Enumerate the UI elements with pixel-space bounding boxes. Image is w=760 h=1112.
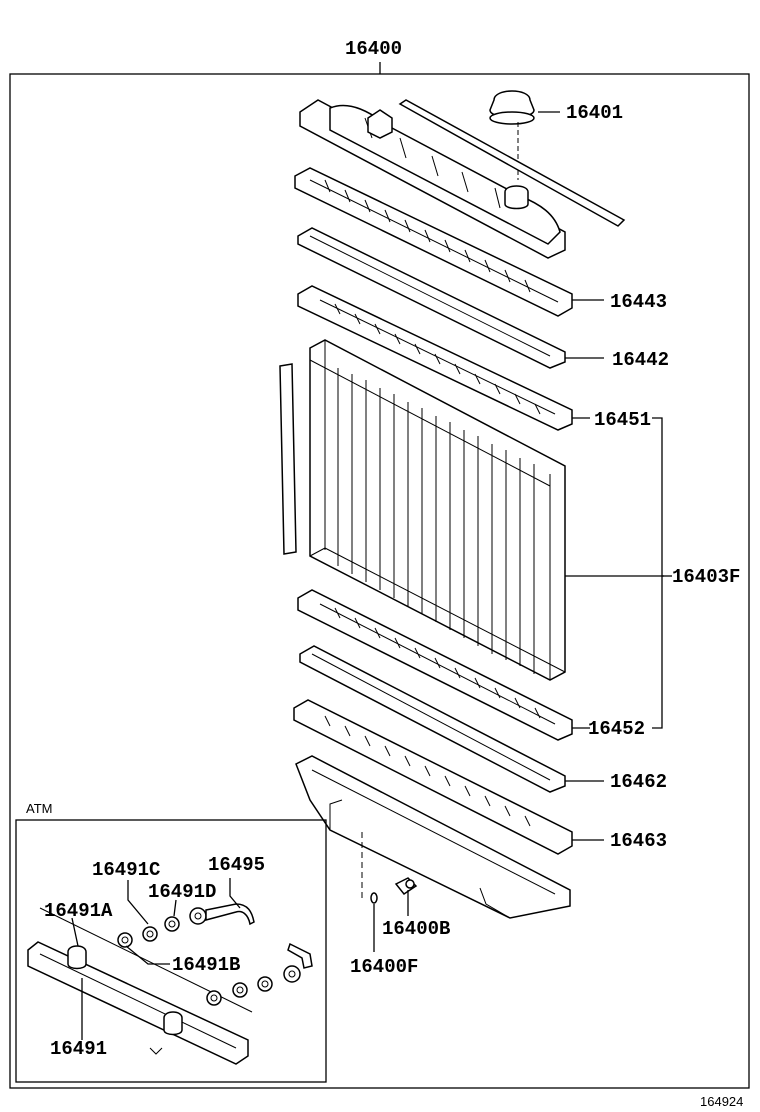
- radiator-core: [309, 339, 566, 681]
- leader-lines: [373, 111, 672, 952]
- upper-tank-top: [299, 99, 566, 259]
- atm-leader-lines: [71, 878, 241, 1040]
- atm-oil-cooler: [27, 941, 249, 1065]
- label-atm-a: 16491A: [44, 900, 113, 922]
- label-lower-tank: 16463: [610, 830, 667, 852]
- lower-plate: [297, 589, 573, 741]
- label-upper-tank: 16443: [610, 291, 667, 313]
- label-atm-b: 16491B: [172, 954, 240, 976]
- seal-strip: [398, 99, 626, 227]
- label-lower-gasket: 16462: [610, 771, 667, 793]
- side-seal: [279, 363, 297, 555]
- upper-tank: [294, 167, 573, 317]
- atm-title: ATM: [26, 801, 52, 816]
- upper-plate: [297, 285, 573, 431]
- label-atm-d: 16491D: [148, 881, 216, 903]
- label-lower-plate: 16452: [588, 718, 645, 740]
- figure-id: 164924: [700, 1094, 743, 1109]
- label-assembly: 16400: [345, 38, 402, 60]
- label-atm-cooler: 16491: [50, 1038, 107, 1060]
- label-drain-cock: 16400B: [382, 918, 450, 940]
- atm-fittings: [117, 903, 313, 1006]
- drain-cock-icon: [394, 877, 418, 896]
- label-upper-plate: 16451: [594, 409, 651, 431]
- lower-tank-rim: [293, 699, 573, 855]
- label-drain-plug: 16400F: [350, 956, 418, 978]
- label-cap: 16401: [566, 102, 623, 124]
- atm-inset-frame: [15, 819, 327, 1083]
- label-atm-pipe: 16495: [208, 854, 265, 876]
- label-upper-gasket: 16442: [612, 349, 669, 371]
- radiator-cap-icon: [489, 90, 535, 125]
- lower-tank: [295, 755, 571, 919]
- drain-plug-icon: [370, 892, 378, 904]
- label-core: 16403F: [672, 566, 740, 588]
- label-atm-c: 16491C: [92, 859, 160, 881]
